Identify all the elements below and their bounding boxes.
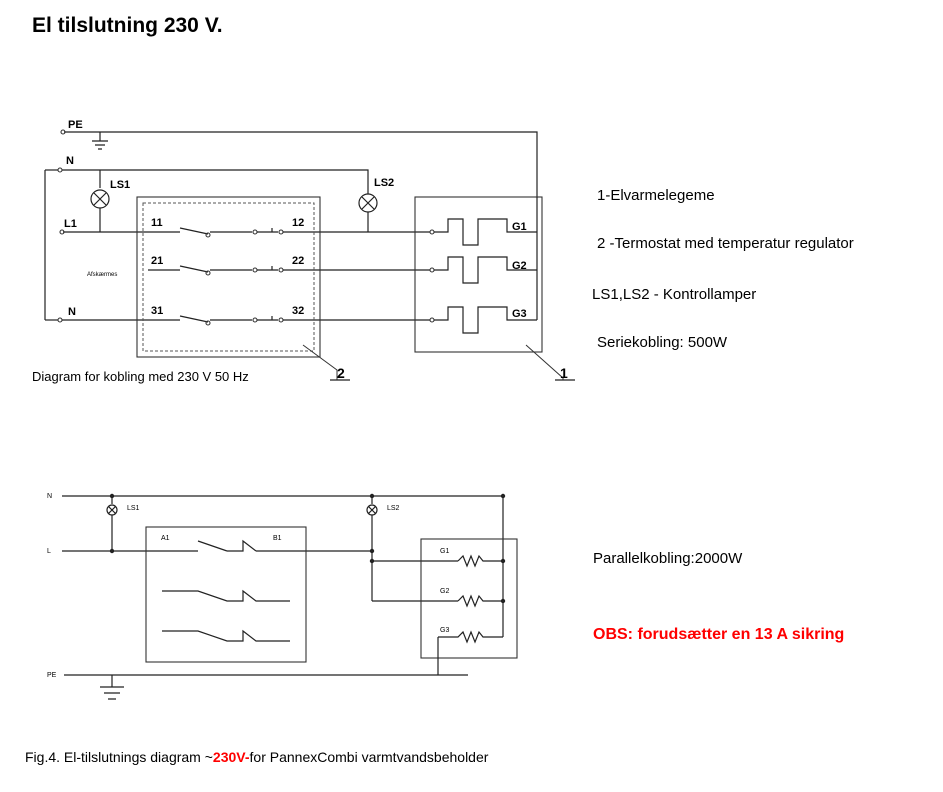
switch-box [145, 526, 307, 663]
page-title: El tilslutning 230 V. [32, 14, 223, 37]
contact-21-label: 21 [151, 255, 163, 267]
g3-label-parallel: G3 [440, 627, 449, 634]
g1-label-parallel: G1 [440, 548, 449, 555]
callout-2: 2 [337, 365, 345, 381]
pe-label: PE [68, 119, 83, 131]
ls1-label-parallel: LS1 [127, 505, 140, 512]
parallel-label: Parallelkobling:2000W [593, 550, 743, 567]
ls2-lamp-icon-small [366, 504, 378, 516]
legend-item-4: Seriekobling: 500W [597, 334, 728, 351]
ls1-label: LS1 [110, 179, 130, 191]
heater-box [414, 196, 543, 353]
contact-22-label: 22 [292, 255, 304, 267]
ls2-label: LS2 [374, 177, 394, 189]
switch-a1-b1 [197, 540, 228, 552]
legend-item-2: 2 -Termostat med temperatur regulator [597, 235, 854, 252]
n-bottom-terminal [57, 317, 63, 323]
n-top-label: N [66, 155, 74, 167]
ls2-lamp-icon [358, 193, 378, 213]
n-top-terminal [57, 167, 63, 173]
figure-caption: Fig.4. El-tilslutnings diagram ~230V-for… [25, 749, 488, 765]
thermostat-box [136, 196, 321, 358]
n-label-parallel: N [47, 493, 52, 500]
n-bottom-label: N [68, 306, 76, 318]
contact-11-label: 11 [151, 217, 163, 229]
ls2-label-parallel: LS2 [387, 505, 400, 512]
a1-label: A1 [161, 535, 170, 542]
ls1-lamp-icon-small [106, 504, 118, 516]
resistor-elements [438, 554, 503, 644]
pe-terminal [60, 129, 66, 135]
g2-label: G2 [512, 260, 527, 272]
legend-item-3: LS1,LS2 - Kontrollamper [592, 286, 757, 303]
b1-label: B1 [273, 535, 282, 542]
l-label-parallel: L [47, 548, 51, 555]
g3-label: G3 [512, 308, 527, 320]
g2-label-parallel: G2 [440, 588, 449, 595]
series-wiring-diagram [44, 129, 575, 381]
switch-31-32 [179, 315, 209, 323]
ground-symbol [92, 132, 108, 150]
afskaermes-label: Afskærmes [87, 272, 117, 278]
ls1-lamp-icon [90, 189, 110, 209]
legend-item-1: 1-Elvarmelegeme [597, 187, 715, 204]
heating-elements [429, 197, 538, 334]
contact-31-label: 31 [151, 305, 163, 317]
callout-1: 1 [560, 365, 568, 381]
caption-prefix: Fig.4. El-tilslutnings diagram ~ [25, 749, 213, 765]
warning-text: OBS: forudsætter en 13 A sikring [593, 626, 845, 643]
l1-terminal [59, 229, 65, 235]
series-caption: Diagram for kobling med 230 V 50 Hz [32, 369, 249, 384]
pe-label-parallel: PE [47, 672, 57, 679]
l1-label: L1 [64, 218, 77, 230]
contact-32-label: 32 [292, 305, 304, 317]
caption-suffix: for PannexCombi varmtvandsbeholder [249, 749, 489, 765]
g1-label: G1 [512, 221, 527, 233]
contact-12-label: 12 [292, 217, 304, 229]
ground-symbol-parallel [100, 675, 124, 700]
heater-box-parallel [420, 538, 518, 659]
caption-highlight: 230V- [212, 749, 250, 765]
switch-21-22 [179, 265, 209, 273]
switch-11-12 [179, 227, 209, 235]
parallel-wiring-diagram [62, 495, 518, 700]
